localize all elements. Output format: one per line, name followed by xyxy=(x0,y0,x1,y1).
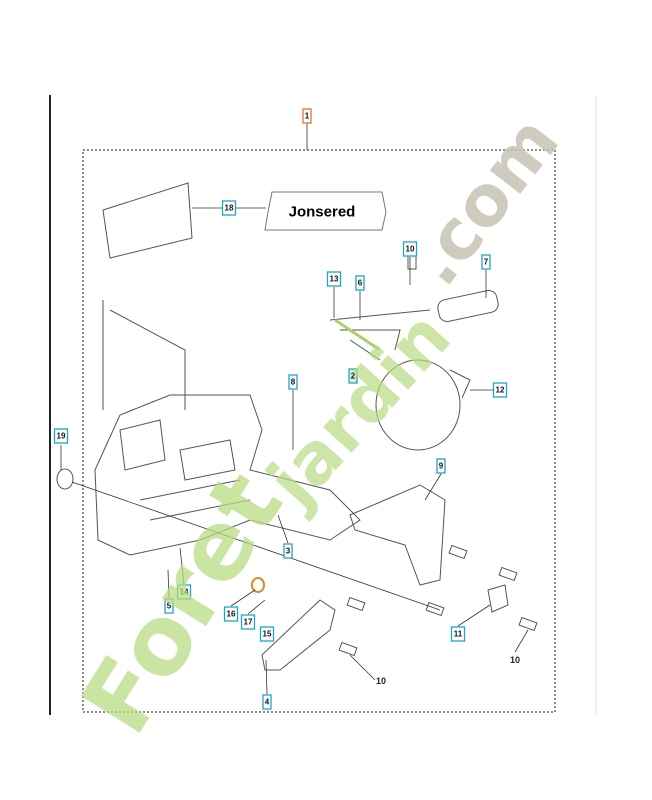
callout-7: 7 xyxy=(481,254,491,270)
callout-number: 4 xyxy=(265,698,270,707)
callout-box xyxy=(492,382,508,398)
callout-18: 18 xyxy=(221,200,237,216)
callout-number: 10 xyxy=(406,245,415,254)
callout-19: 19 xyxy=(53,428,69,444)
callout-box xyxy=(288,374,298,390)
plain-label-10: 10 xyxy=(376,676,386,686)
callout-number: 12 xyxy=(496,386,505,395)
callout-6: 6 xyxy=(355,275,365,291)
callout-1: 1 xyxy=(302,108,312,124)
callout-box xyxy=(53,428,69,444)
callout-box xyxy=(223,606,239,622)
callout-11: 11 xyxy=(450,626,466,642)
callout-box xyxy=(450,626,466,642)
sleeve xyxy=(251,577,265,593)
callout-16: 16 xyxy=(223,606,239,622)
callout-8: 8 xyxy=(288,374,298,390)
callout-number: 3 xyxy=(286,547,291,556)
callout-box xyxy=(402,241,418,257)
callout-box xyxy=(176,584,192,600)
callout-box xyxy=(302,108,312,124)
callout-13: 13 xyxy=(326,271,342,287)
callout-number: 17 xyxy=(244,618,253,627)
callout-box xyxy=(221,200,237,216)
callout-number: 15 xyxy=(263,630,272,639)
chain-cover-housing xyxy=(94,394,361,556)
callout-box xyxy=(259,626,275,642)
housing-detail xyxy=(119,419,251,521)
brake-band xyxy=(375,359,461,451)
watermark-text-com: .com xyxy=(394,101,575,301)
callout-number: 5 xyxy=(167,602,172,611)
callout-9: 9 xyxy=(436,458,446,474)
callout-box xyxy=(481,254,491,270)
callout-number: 1 xyxy=(305,112,310,121)
callout-number: 8 xyxy=(291,378,296,387)
callout-4: 4 xyxy=(262,694,272,710)
screws xyxy=(338,254,538,657)
callout-box xyxy=(355,275,365,291)
callout-box xyxy=(436,458,446,474)
brake-lever xyxy=(329,309,431,361)
callout-box xyxy=(262,694,272,710)
callout-number: 7 xyxy=(484,258,489,267)
callout-number: 18 xyxy=(225,204,234,213)
chain-guard xyxy=(349,484,446,586)
callout-number: 19 xyxy=(57,432,66,441)
jonsered-decal xyxy=(264,191,387,231)
callout-number: 11 xyxy=(454,630,463,639)
callout-number: 13 xyxy=(330,275,339,284)
leader-lines xyxy=(60,257,529,695)
decal-sheet xyxy=(102,182,193,259)
callout-5: 5 xyxy=(164,598,174,614)
callout-number: 9 xyxy=(439,462,444,471)
callout-box xyxy=(240,614,256,630)
callout-3: 3 xyxy=(283,543,293,559)
callout-number: 14 xyxy=(180,588,189,597)
callout-box xyxy=(348,368,358,384)
callout-17: 17 xyxy=(240,614,256,630)
callout-box xyxy=(164,598,174,614)
callout-2: 2 xyxy=(348,368,358,384)
callout-number: 16 xyxy=(227,610,236,619)
callout-number: 6 xyxy=(358,279,363,288)
callout-12: 12 xyxy=(492,382,508,398)
handle-piece xyxy=(261,599,336,671)
washer xyxy=(56,468,74,490)
callout-box xyxy=(326,271,342,287)
callout-10: 10 xyxy=(402,241,418,257)
jonsered-logo-text: Jonsered xyxy=(289,204,356,221)
bumper xyxy=(487,584,509,613)
callout-14: 14 xyxy=(176,584,192,600)
plain-label-10: 10 xyxy=(510,655,520,665)
callout-15: 15 xyxy=(259,626,275,642)
assembly-box xyxy=(82,149,556,713)
callout-box xyxy=(283,543,293,559)
spring xyxy=(437,289,499,323)
callout-number: 2 xyxy=(351,372,356,381)
cover-outline xyxy=(102,300,186,410)
